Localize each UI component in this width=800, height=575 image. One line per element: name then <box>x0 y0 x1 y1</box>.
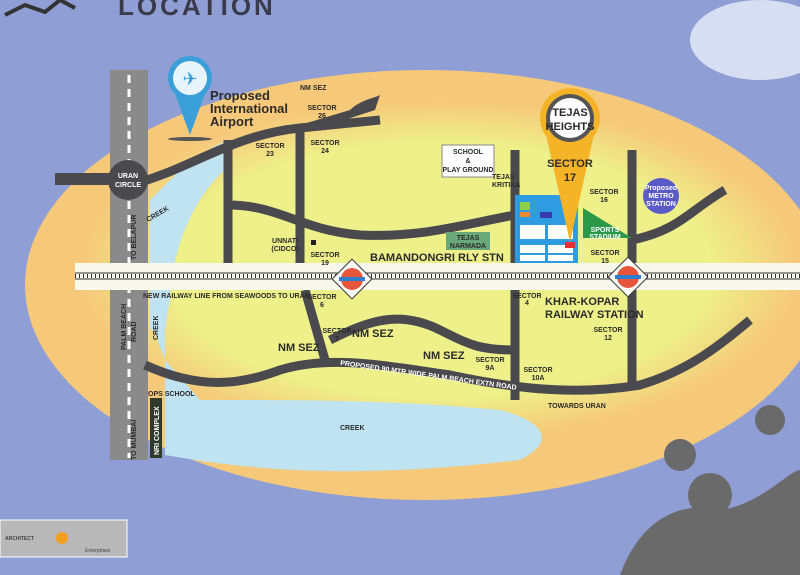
svg-text:CREEK: CREEK <box>153 315 160 340</box>
svg-text:ROAD: ROAD <box>131 321 138 342</box>
svg-text:7: 7 <box>335 336 339 343</box>
architect-logo-text: Enterprises <box>85 548 111 554</box>
svg-text:NM SEZ: NM SEZ <box>300 85 327 92</box>
svg-text:(CIDCO): (CIDCO) <box>271 246 298 253</box>
svg-text:15: 15 <box>601 258 609 265</box>
svg-text:SECTOR: SECTOR <box>589 189 618 196</box>
svg-text:SECTOR: SECTOR <box>512 293 541 300</box>
svg-text:RAILWAY STATION: RAILWAY STATION <box>545 309 644 321</box>
svg-text:PALM BEACH: PALM BEACH <box>121 304 128 350</box>
svg-text:TO MUMBAI: TO MUMBAI <box>131 420 138 460</box>
airport-label: International <box>210 101 288 116</box>
airport-label: Proposed <box>210 88 270 103</box>
uran-circle <box>108 160 148 200</box>
svg-text:NM SEZ: NM SEZ <box>278 342 320 354</box>
svg-text:TEJAS: TEJAS <box>457 235 480 242</box>
creek-bottom <box>150 320 542 472</box>
tejas-kritika-marker <box>540 212 552 218</box>
svg-text:4: 4 <box>525 300 529 307</box>
svg-text:24: 24 <box>321 148 329 155</box>
sports-stadium <box>583 208 632 238</box>
svg-text:STADIUM: STADIUM <box>589 234 621 241</box>
cloud <box>690 0 800 80</box>
svg-text:&: & <box>465 158 470 165</box>
svg-text:✈: ✈ <box>182 69 197 89</box>
metro-label: METRO <box>648 193 674 200</box>
svg-text:TO BELAPUR: TO BELAPUR <box>131 215 138 260</box>
svg-text:SCHOOL: SCHOOL <box>453 149 484 156</box>
airport-pin-icon: ✈ <box>168 56 212 141</box>
svg-text:SECTOR: SECTOR <box>523 367 552 374</box>
svg-text:NRI COMPLEX: NRI COMPLEX <box>154 406 161 455</box>
svg-text:26: 26 <box>318 113 326 120</box>
bamandongri-station-icon <box>331 258 373 300</box>
svg-text:12: 12 <box>604 335 612 342</box>
svg-text:SPORTS: SPORTS <box>591 227 620 234</box>
metro-label: Proposed <box>645 185 677 192</box>
khar-kopar-station-icon <box>607 256 649 298</box>
svg-text:KRITIKA: KRITIKA <box>492 182 520 189</box>
svg-text:UNNATI: UNNATI <box>272 238 298 245</box>
airport-label: Airport <box>210 114 254 129</box>
svg-text:PLAY GROUND: PLAY GROUND <box>443 167 494 174</box>
svg-text:TEJAS: TEJAS <box>492 174 515 181</box>
svg-text:CREEK: CREEK <box>340 425 365 432</box>
svg-text:SECTOR: SECTOR <box>310 140 339 147</box>
svg-text:SECTOR: SECTOR <box>322 328 351 335</box>
family-photo <box>620 405 800 575</box>
project-sector: 17 <box>564 172 576 184</box>
tejas-narmada-callout <box>446 232 490 250</box>
svg-text:KHAR-KOPAR: KHAR-KOPAR <box>545 296 619 308</box>
roads <box>128 115 753 400</box>
svg-text:SECTOR: SECTOR <box>255 143 284 150</box>
svg-text:NEW RAILWAY LINE FROM SEAWOODS: NEW RAILWAY LINE FROM SEAWOODS TO URAN <box>143 293 310 300</box>
project-name: TEJAS <box>552 107 587 119</box>
svg-text:NM SEZ: NM SEZ <box>352 328 394 340</box>
svg-text:TOWARDS URAN: TOWARDS URAN <box>548 403 606 410</box>
svg-text:10A: 10A <box>532 375 545 382</box>
svg-text:NM SEZ: NM SEZ <box>423 350 465 362</box>
project-sector: SECTOR <box>547 158 593 170</box>
svg-text:BAMANDONGRI RLY STN: BAMANDONGRI RLY STN <box>370 252 504 264</box>
svg-text:23: 23 <box>266 151 274 158</box>
svg-text:16: 16 <box>600 197 608 204</box>
architect-logo-icon <box>56 532 68 544</box>
svg-text:19: 19 <box>321 260 329 267</box>
birds-icon <box>4 0 76 17</box>
metro-station-icon <box>643 178 679 214</box>
svg-text:OPS SCHOOL: OPS SCHOOL <box>148 391 195 398</box>
svg-text:SECTOR: SECTOR <box>590 250 619 257</box>
architect-label: ARCHITECT <box>5 536 34 542</box>
svg-text:SECTOR: SECTOR <box>307 294 336 301</box>
uran-circle-label: URAN <box>118 173 138 180</box>
svg-text:SECTOR: SECTOR <box>475 357 504 364</box>
metro-label: STATION <box>646 201 676 208</box>
svg-text:SECTOR: SECTOR <box>593 327 622 334</box>
uran-circle-label: CIRCLE <box>115 182 141 189</box>
tejas-heights-pin <box>540 88 600 242</box>
svg-text:SECTOR: SECTOR <box>310 252 339 259</box>
svg-text:6: 6 <box>320 302 324 309</box>
page-title: LOCATION <box>118 0 276 21</box>
svg-text:NARMADA: NARMADA <box>450 243 486 250</box>
school-callout <box>441 144 495 178</box>
svg-text:9A: 9A <box>486 365 495 372</box>
svg-text:SECTOR: SECTOR <box>307 105 336 112</box>
project-name: HEIGHTS <box>546 121 595 133</box>
